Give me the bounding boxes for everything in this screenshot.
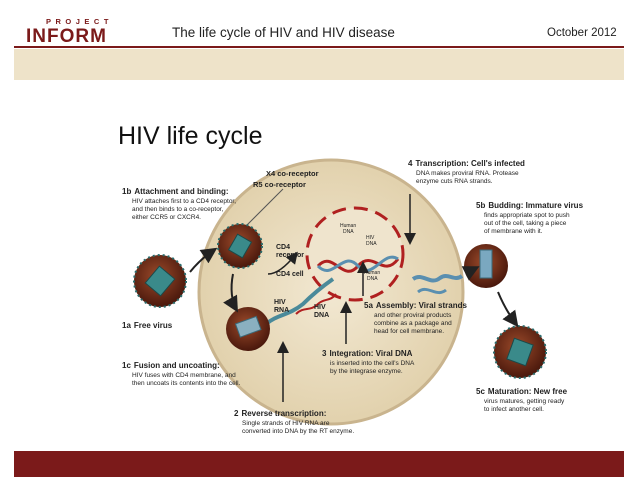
svg-text:to infect another cell.: to infect another cell.: [484, 406, 544, 413]
svg-text:converted into DNA by the RT e: converted into DNA by the RT enzyme.: [242, 428, 354, 435]
arrow-bud-to-mature: [497, 291, 519, 328]
assembled-rna-1: [411, 274, 464, 283]
label-human-dna-bottom: Human DNA: [364, 270, 382, 282]
label-hiv-dna: HIV DNA: [314, 304, 329, 319]
svg-text:and then binds to a co-recepto: and then binds to a co-receptor,: [132, 206, 224, 213]
header-date: October 2012: [547, 27, 617, 39]
footer-bar: [14, 451, 624, 477]
budding-virus-5b: [464, 244, 508, 288]
label-hiv-rna: HIV RNA: [274, 299, 289, 314]
header-title: The life cycle of HIV and HIV disease: [172, 25, 395, 40]
fusing-virus-1c: [226, 307, 270, 351]
svg-text:enzyme cuts RNA strands.: enzyme cuts RNA strands.: [416, 178, 493, 185]
slide-header: PROJECT INFORM The life cycle of HIV and…: [14, 6, 624, 48]
svg-text:head for cell membrane.: head for cell membrane.: [374, 328, 444, 335]
svg-text:HIV fuses with CD4 membrane, a: HIV fuses with CD4 membrane, and: [132, 372, 236, 379]
nucleus: [305, 206, 405, 302]
logo-line2: INFORM: [26, 26, 107, 45]
svg-text:finds appropriate spot to push: finds appropriate spot to push: [484, 212, 570, 219]
svg-text:by the integrase enzyme.: by the integrase enzyme.: [330, 368, 403, 375]
svg-text:of membrane with it.: of membrane with it.: [484, 228, 543, 235]
svg-text:then uncoats its contents into: then uncoats its contents into the cell.: [132, 380, 241, 387]
label-x4-coreceptor: X4 co-receptor: [266, 169, 319, 178]
svg-text:is inserted into the cell's DN: is inserted into the cell's DNA: [330, 360, 415, 367]
svg-text:virus matures, getting ready: virus matures, getting ready: [484, 398, 565, 405]
svg-text:combine as a package and: combine as a package and: [374, 320, 452, 327]
hiv-dna-strand: [295, 293, 337, 315]
svg-text:out of the cell, taking a piec: out of the cell, taking a piece: [484, 220, 567, 227]
decorative-band: [14, 49, 624, 80]
label-r5-coreceptor: R5 co-receptor: [253, 180, 306, 189]
svg-text:either CCR5 or CXCR4.: either CCR5 or CXCR4.: [132, 214, 201, 221]
mature-virus-5c: [493, 325, 547, 379]
arrow-fusion: [267, 251, 298, 275]
arrow-attach-to-fusion: [223, 273, 238, 313]
project-inform-logo: PROJECT INFORM: [26, 17, 113, 45]
free-virus-1a: [133, 254, 187, 308]
svg-text:HIV attaches first to a CD4 re: HIV attaches first to a CD4 receptor,: [132, 198, 236, 205]
slide-title: HIV life cycle: [118, 122, 263, 150]
svg-text:and other proviral products: and other proviral products: [374, 312, 452, 319]
label-cd4-receptor: CD4 receptor: [276, 244, 304, 259]
logo-line1: PROJECT: [46, 17, 113, 26]
label-cd4-cell: CD4 cell: [276, 271, 304, 278]
assembled-rna-2: [417, 287, 447, 295]
label-human-dna-top: Human DNA: [340, 223, 358, 235]
arrow-free-to-attach: [189, 247, 218, 273]
arrow-to-budding: [461, 266, 480, 281]
svg-text:DNA makes proviral RNA. Protea: DNA makes proviral RNA. Protease: [416, 170, 519, 177]
attaching-virus-1b: [217, 223, 263, 269]
label-hiv-dna-small: HIV DNA: [366, 235, 377, 247]
svg-text:Single strands of HIV RNA are: Single strands of HIV RNA are: [242, 420, 330, 427]
hiv-life-cycle-diagram: X4 co-receptor R5 co-receptor CD4 recept…: [122, 158, 584, 435]
viral-rna-incoming: [264, 277, 335, 326]
